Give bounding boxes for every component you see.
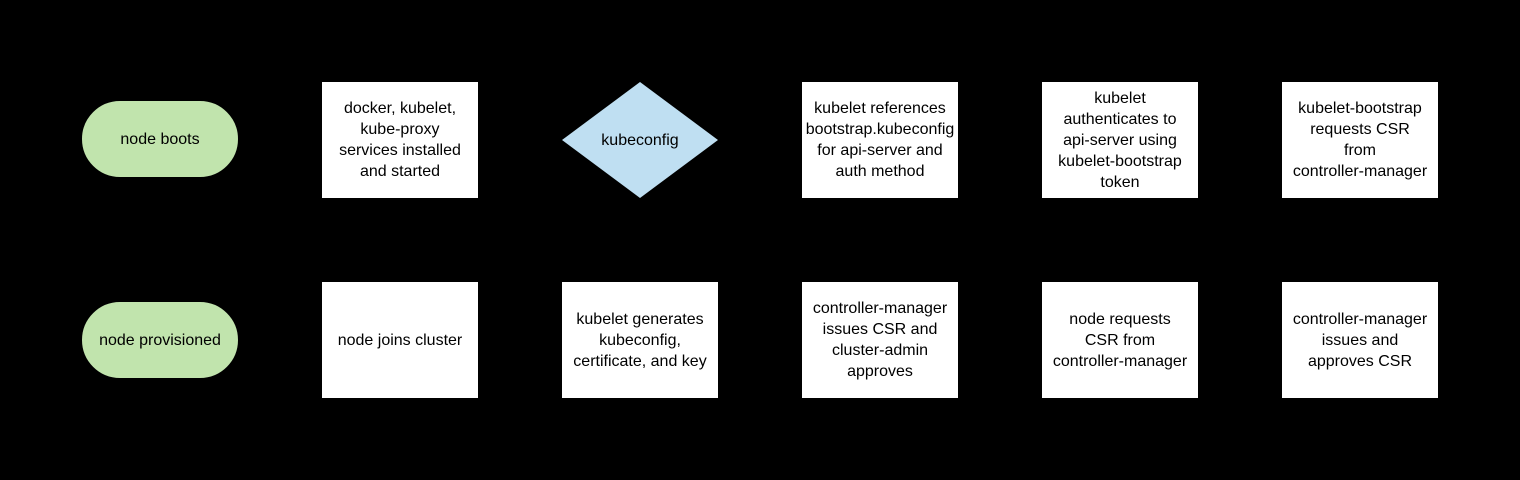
process-node-joins-cluster-label: node joins cluster	[337, 331, 463, 349]
process-kubelet-references-label: kubelet references bootstrap.kubeconfig …	[805, 100, 955, 180]
process-kubelet-references: kubelet references bootstrap.kubeconfig …	[801, 81, 959, 199]
process-bootstrap-requests-csr-label: kubelet-bootstrap requests CSR from cont…	[1292, 100, 1428, 180]
process-node-joins-cluster: node joins cluster	[321, 281, 479, 399]
process-kubelet-generates-label: kubelet generates kubeconfig, certificat…	[573, 310, 707, 370]
process-kubelet-generates: kubelet generates kubeconfig, certificat…	[561, 281, 719, 399]
terminator-node-provisioned-label: node provisioned	[99, 331, 221, 349]
process-services-installed-label: docker, kubelet, kube-proxy services ins…	[339, 100, 461, 180]
process-bootstrap-requests-csr: kubelet-bootstrap requests CSR from cont…	[1281, 81, 1439, 199]
process-kubelet-authenticates-label: kubelet authenticates to api-server usin…	[1058, 89, 1182, 191]
decision-kubeconfig: kubeconfig	[562, 82, 718, 198]
process-cm-issues-approves-csr: controller-manager issues and approves C…	[1281, 281, 1439, 399]
process-node-requests-csr: node requests CSR from controller-manage…	[1041, 281, 1199, 399]
process-cm-issues-admin-approves: controller-manager issues CSR and cluste…	[801, 281, 959, 399]
decision-kubeconfig-label: kubeconfig	[601, 131, 679, 149]
process-cm-issues-approves-csr-label: controller-manager issues and approves C…	[1292, 310, 1428, 370]
terminator-node-provisioned: node provisioned	[81, 301, 239, 379]
process-services-installed: docker, kubelet, kube-proxy services ins…	[321, 81, 479, 199]
terminator-node-boots-label: node boots	[120, 130, 200, 148]
process-kubelet-authenticates: kubelet authenticates to api-server usin…	[1041, 81, 1199, 199]
terminator-node-boots: node boots	[81, 100, 239, 178]
process-cm-issues-admin-approves-label: controller-manager issues CSR and cluste…	[812, 300, 948, 380]
process-node-requests-csr-label: node requests CSR from controller-manage…	[1052, 310, 1188, 370]
